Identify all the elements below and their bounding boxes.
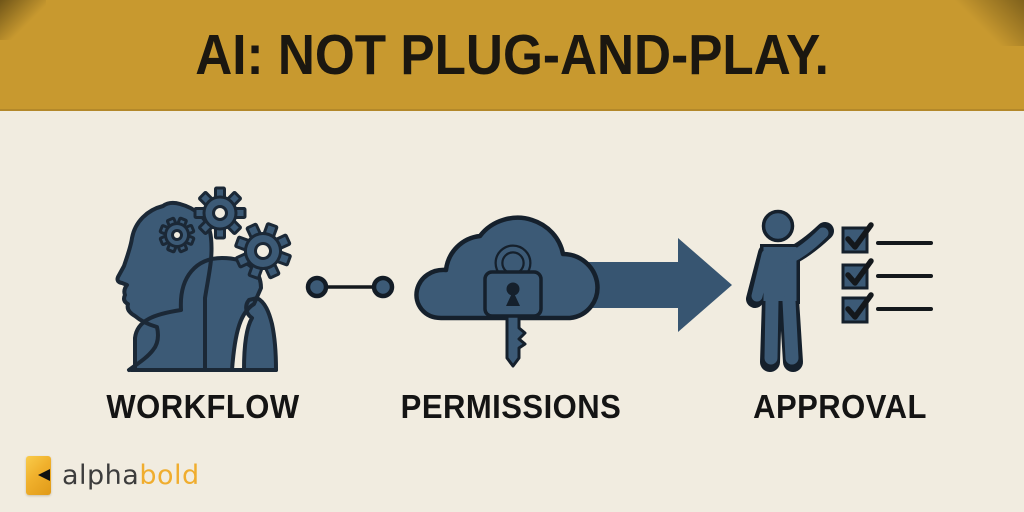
gear-medium-icon [193, 186, 247, 240]
person-checklist-icon [746, 209, 933, 372]
alphabold-logo-mark-icon [26, 456, 51, 495]
head-with-gears-icon [115, 186, 292, 372]
gear-small-icon [158, 216, 196, 254]
link-connector-icon [305, 275, 395, 299]
workflow-label: WORKFLOW [106, 388, 300, 425]
title-banner: AI: NOT PLUG-AND-PLAY. [0, 0, 1024, 111]
page-title: AI: NOT PLUG-AND-PLAY. [195, 22, 829, 87]
cloud-lock-key-icon [414, 215, 600, 368]
approval-label: APPROVAL [753, 388, 927, 425]
logo-text-alpha: alpha [62, 460, 140, 491]
logo-text-bold: bold [139, 460, 200, 491]
right-arrow-icon [548, 238, 732, 332]
permissions-label: PERMISSIONS [400, 388, 622, 425]
alphabold-logo-text: alphabold [62, 456, 200, 495]
checklist-icon [841, 222, 933, 324]
alphabold-logo: alphabold [26, 456, 200, 495]
left-triangle-icon [38, 469, 50, 481]
gear-large-icon [234, 222, 292, 280]
